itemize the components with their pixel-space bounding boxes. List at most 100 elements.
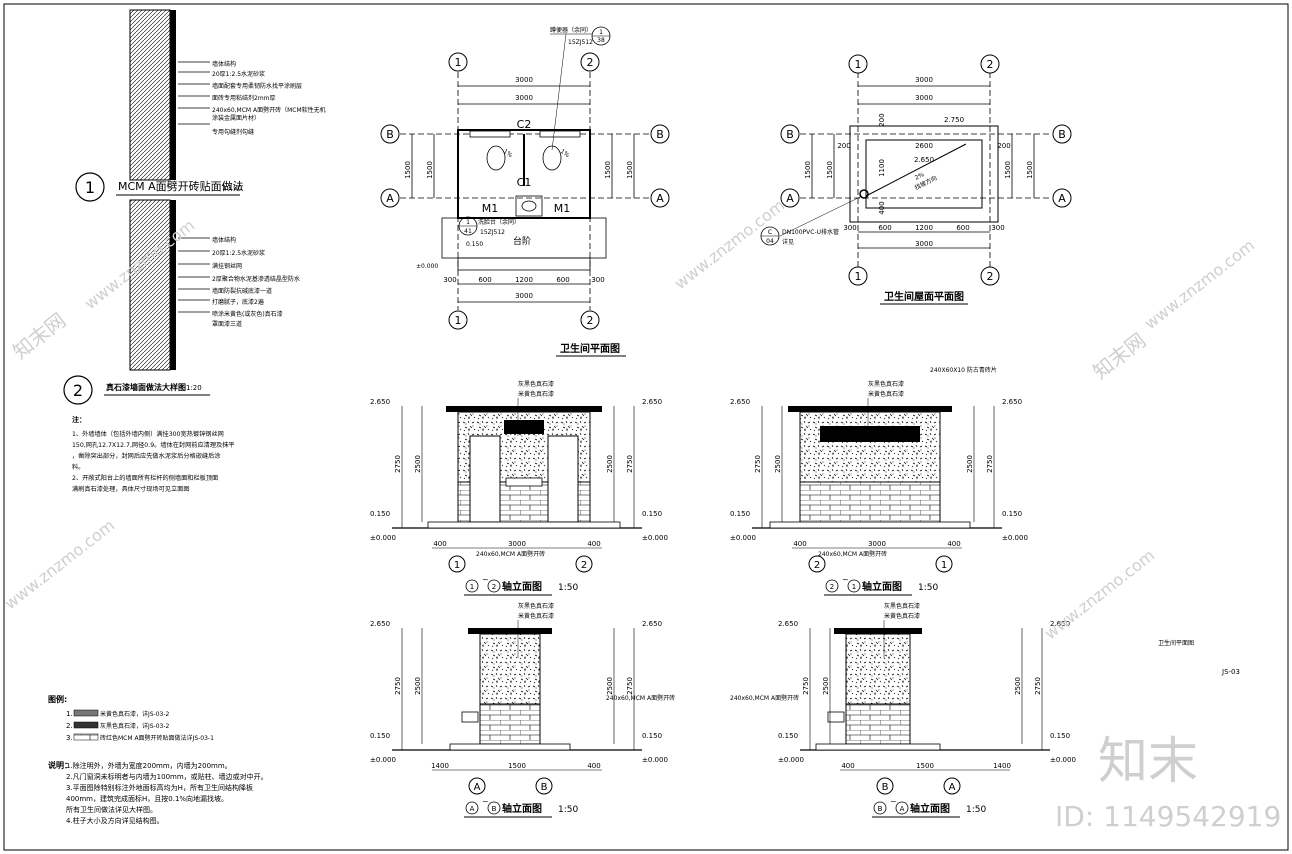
- detail-1-note: 涂装金属面片材）: [212, 114, 260, 122]
- rp-dim-bottom: 300: [991, 224, 1004, 232]
- elevation-title: 轴立面图: [910, 802, 950, 815]
- side-basin: [461, 711, 479, 723]
- title-tilde: ~: [890, 797, 897, 806]
- dim-height: 2500: [414, 677, 422, 695]
- detail-1-title: MCM A面劈开砖贴面做法: [118, 179, 244, 193]
- axis-label: B: [656, 128, 664, 141]
- level-top-right: 2.650: [1050, 620, 1070, 628]
- level-top-right: 2.650: [1002, 398, 1022, 406]
- rp-pipe-note2: 详见: [782, 238, 794, 246]
- title-to: A: [900, 805, 905, 813]
- rp-ref-den: 04: [766, 238, 774, 245]
- detail-1-note: 面砖专用粘结剂2mm厚: [212, 94, 276, 102]
- basin: [505, 477, 543, 487]
- axis-label: B: [1058, 128, 1066, 141]
- rp-slope: 2%: [914, 171, 926, 182]
- note-line: 2、开敞式阳台上的墙面所有栏杆的侧墙面和栏板顶面: [72, 474, 218, 482]
- dim-right: 400: [587, 540, 600, 548]
- roof-plan: [800, 72, 1050, 272]
- wall-section-2: [129, 199, 171, 371]
- callout-beige: 米黄色真石漆: [868, 390, 904, 398]
- rp-dim-bottom: 600: [956, 224, 969, 232]
- general-note-line: 4.柱子大小及方向详见结构图。: [66, 816, 164, 825]
- level-mid-right: 0.150: [1002, 510, 1022, 518]
- title-to: 1: [852, 583, 856, 591]
- sheet-border: [3, 3, 1289, 851]
- rp-dim-side-4: 1500: [1026, 161, 1034, 179]
- legend-swatch: [73, 709, 99, 717]
- level-ground-right: ±0.000: [642, 756, 668, 764]
- title-block-name: 卫生间平面图: [1158, 639, 1194, 647]
- rp-pipe-note: DN100PVC-U排水管: [782, 228, 839, 236]
- axis-label: 1: [941, 560, 947, 571]
- title-to: 2: [492, 583, 496, 591]
- axis-bubble: [448, 310, 468, 330]
- general-note-line: 所有卫生间做法详见大样图。: [66, 805, 157, 814]
- title-to: B: [492, 805, 497, 813]
- detail-1-note: 墙面配套专用柔韧防水找平涂刷层: [212, 82, 302, 90]
- wall-finish-1: [170, 10, 176, 180]
- axis-bubble: [980, 54, 1000, 74]
- axis-bubble: [448, 52, 468, 72]
- legend-number: 2.: [66, 722, 73, 730]
- axis-label: B: [541, 782, 548, 793]
- tile-label: 240x60,MCM A面劈开砖: [606, 694, 675, 702]
- axis-label: B: [882, 782, 889, 793]
- axis-bubble: [380, 124, 400, 144]
- dim-height-total-right: 2750: [626, 677, 634, 695]
- axis-bubble: [848, 266, 868, 286]
- axis-bubble: [780, 188, 800, 208]
- axis-bubble: [980, 266, 1000, 286]
- detail-1-note: 墙体结构: [212, 60, 236, 68]
- axis-label: 1: [855, 58, 862, 71]
- callout-grey: 灰黑色真石漆: [518, 602, 554, 610]
- fp-window-c2: C2: [517, 118, 532, 131]
- brick-base: [845, 703, 911, 745]
- rp-dim-bottom: 600: [878, 224, 891, 232]
- level-top: 2.650: [370, 620, 390, 628]
- rp-dim-total-3: 3000: [915, 240, 933, 248]
- legend-number: 1.: [66, 710, 73, 718]
- elevation-scale: 1:50: [966, 805, 986, 815]
- axis-bubble: [876, 777, 894, 795]
- rp-level-top: 2.750: [944, 116, 964, 124]
- window-louver: [820, 426, 920, 442]
- title-bubble: [895, 801, 909, 815]
- general-note-line: 3.平面图除特别标注外地面标高均为H，所有卫生间结构降板: [66, 783, 253, 792]
- tile-label: 240x60,MCM A面劈开砖: [476, 550, 545, 558]
- dim-height-total-right: 2750: [626, 455, 634, 473]
- dim-height-total: 2750: [394, 677, 402, 695]
- fp-dim-bottom: 600: [478, 276, 491, 284]
- dim-left: 1400: [431, 762, 449, 770]
- title-bubble: [465, 579, 479, 593]
- axis-label: A: [1058, 192, 1066, 205]
- fp-dim-bottom: 1200: [515, 276, 533, 284]
- fp-dim-total-3: 3000: [515, 292, 533, 300]
- legend-text: 灰黑色真石漆，详JS-03-2: [100, 722, 170, 730]
- watermark-site-6: www.znzmo.com: [1141, 236, 1258, 334]
- fp-step: 台阶: [513, 235, 531, 247]
- dim-center: 3000: [868, 540, 886, 548]
- axis-label: 2: [814, 560, 820, 571]
- dim-left: 400: [841, 762, 854, 770]
- step-platform: [815, 743, 941, 751]
- general-note-line: 2.凡门窗洞未标明者与内墙为100mm，或贴柱、墙边或对中开。: [66, 772, 268, 781]
- fp-dim-bottom: 300: [591, 276, 604, 284]
- title-tilde: ~: [482, 797, 489, 806]
- dim-height-total: 2750: [754, 455, 762, 473]
- axis-bubble: [580, 310, 600, 330]
- note-line: 1、外墙墙体（包括外墙内侧）满挂300宽热镀锌钢丝网: [72, 430, 224, 438]
- roof-slab: [468, 628, 552, 634]
- callout-grey: 灰黑色真石漆: [868, 380, 904, 388]
- rp-dim-v: 200: [878, 113, 886, 126]
- axis-label: 2: [587, 56, 594, 69]
- fp-window-c1: C1: [517, 176, 532, 189]
- axis-bubble: [580, 52, 600, 72]
- fp-door-right: M1: [554, 202, 571, 215]
- level-mid: 0.150: [370, 510, 390, 518]
- title-from: 2: [830, 583, 834, 591]
- detail-2-note: 20厚1:2.5水泥砂浆: [212, 249, 265, 257]
- detail-2-scale: 1:20: [186, 384, 202, 392]
- axis-label: 2: [987, 270, 994, 283]
